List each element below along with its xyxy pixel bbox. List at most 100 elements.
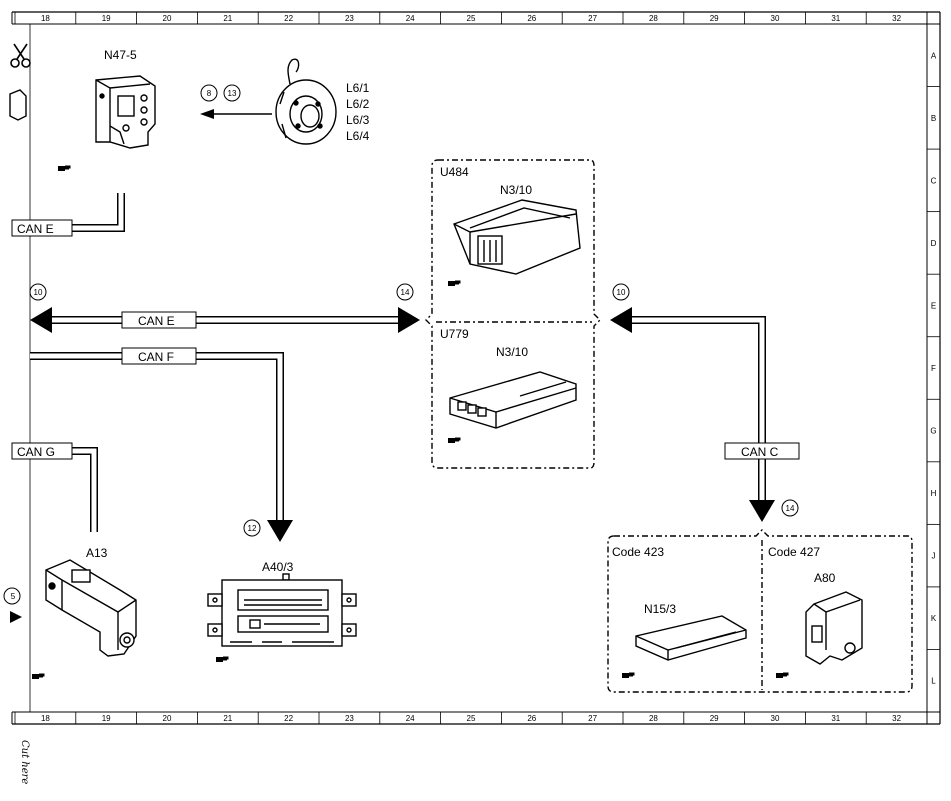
row-letter: F <box>931 364 936 373</box>
column-number: 26 <box>527 14 536 23</box>
svg-text:14: 14 <box>786 504 795 513</box>
row-letter: A <box>931 51 937 60</box>
column-number: 22 <box>284 14 293 23</box>
n3-10-bottom-label: N3/10 <box>496 345 528 359</box>
column-number: 28 <box>649 14 658 23</box>
can-e-main-label: CAN E <box>138 314 175 328</box>
n15-3-module <box>635 615 747 661</box>
l6-2-label: L6/2 <box>346 97 370 111</box>
ground-symbol-a13 <box>32 673 45 679</box>
row-letter: J <box>932 552 936 561</box>
can-c-label: CAN C <box>741 445 779 459</box>
svg-text:13: 13 <box>228 89 237 98</box>
a40-3-unit <box>207 573 357 647</box>
ref-5-arrow-icon <box>10 611 22 623</box>
scissors-icon <box>10 43 31 68</box>
column-number: 32 <box>892 714 901 723</box>
wheel-speed-sensor <box>275 58 337 145</box>
column-number: 19 <box>102 714 111 723</box>
u484-u779-group-box <box>425 159 601 469</box>
column-number: 29 <box>710 14 719 23</box>
column-number: 18 <box>41 714 50 723</box>
a80-module <box>805 591 863 665</box>
row-letter: L <box>931 677 936 686</box>
column-number: 32 <box>892 14 901 23</box>
column-number: 31 <box>831 14 840 23</box>
a13-label: A13 <box>86 546 108 560</box>
can-f-bus <box>30 352 293 542</box>
n47-5-module <box>95 75 156 149</box>
row-letter: C <box>931 176 937 185</box>
svg-text:10: 10 <box>34 288 43 297</box>
ground-symbol-u779 <box>448 437 461 443</box>
n3-10-ecu-top <box>453 199 581 275</box>
column-number: 27 <box>588 14 597 23</box>
ref-circle-14-center: 14 <box>396 283 414 301</box>
l6-3-label: L6/3 <box>346 113 370 127</box>
column-number: 25 <box>467 714 476 723</box>
ref-circle-5: 5 <box>3 587 21 605</box>
ground-symbol-a40-3 <box>216 656 229 662</box>
row-letter: E <box>931 301 936 310</box>
svg-text:5: 5 <box>11 592 16 601</box>
u779-label: U779 <box>440 327 469 341</box>
column-number: 21 <box>223 14 232 23</box>
column-number: 30 <box>771 14 780 23</box>
a80-label: A80 <box>814 571 836 585</box>
ref-circle-12: 12 <box>243 519 261 537</box>
can-e-top-label: CAN E <box>17 222 54 236</box>
can-f-label: CAN F <box>138 350 174 364</box>
column-number: 30 <box>771 714 780 723</box>
ground-symbol-a80 <box>776 672 789 678</box>
l6-4-label: L6/4 <box>346 129 370 143</box>
n47-5-label: N47-5 <box>104 48 137 62</box>
row-letter: H <box>931 489 937 498</box>
column-number: 28 <box>649 714 658 723</box>
ground-symbol-u484 <box>448 280 461 286</box>
row-letter: B <box>931 114 936 123</box>
svg-text:14: 14 <box>401 288 410 297</box>
column-number: 24 <box>406 14 415 23</box>
sensor-signal-arrow <box>200 109 272 119</box>
can-g-bus <box>12 447 98 532</box>
drawing-frame <box>11 11 941 725</box>
code-423-427-group-box <box>607 529 913 693</box>
ref-circle-10-right: 10 <box>612 283 630 301</box>
n3-10-top-label: N3/10 <box>500 183 532 197</box>
svg-text:12: 12 <box>248 524 257 533</box>
partial-component-icon <box>9 89 27 121</box>
ground-symbol-n15-3 <box>622 672 635 678</box>
u484-label: U484 <box>440 165 469 179</box>
code-427-label: Code 427 <box>768 545 820 559</box>
column-number: 27 <box>588 714 597 723</box>
cut-here-label: Cut here <box>19 740 30 784</box>
can-e-main-bus <box>30 307 420 333</box>
can-c-bus <box>610 307 775 522</box>
ref-circle-8: 8 <box>200 84 218 102</box>
ref-circle-14-lower: 14 <box>781 499 799 517</box>
svg-text:10: 10 <box>617 288 626 297</box>
column-number: 24 <box>406 714 415 723</box>
row-letter: G <box>930 427 936 436</box>
column-number: 20 <box>163 14 172 23</box>
column-number: 19 <box>102 14 111 23</box>
column-number: 20 <box>163 714 172 723</box>
l6-1-label: L6/1 <box>346 81 370 95</box>
column-number: 23 <box>345 714 354 723</box>
n15-3-label: N15/3 <box>644 602 676 616</box>
svg-text:8: 8 <box>207 89 212 98</box>
ref-circle-10-left: 10 <box>29 283 47 301</box>
column-number: 18 <box>41 14 50 23</box>
code-423-label: Code 423 <box>612 545 664 559</box>
column-number: 31 <box>831 714 840 723</box>
ground-symbol-n47-5 <box>58 165 71 171</box>
n3-10-ecu-bottom <box>449 371 577 429</box>
column-number: 22 <box>284 714 293 723</box>
row-letter: K <box>931 614 937 623</box>
a40-3-label: A40/3 <box>262 560 294 574</box>
can-g-label: CAN G <box>17 445 55 459</box>
